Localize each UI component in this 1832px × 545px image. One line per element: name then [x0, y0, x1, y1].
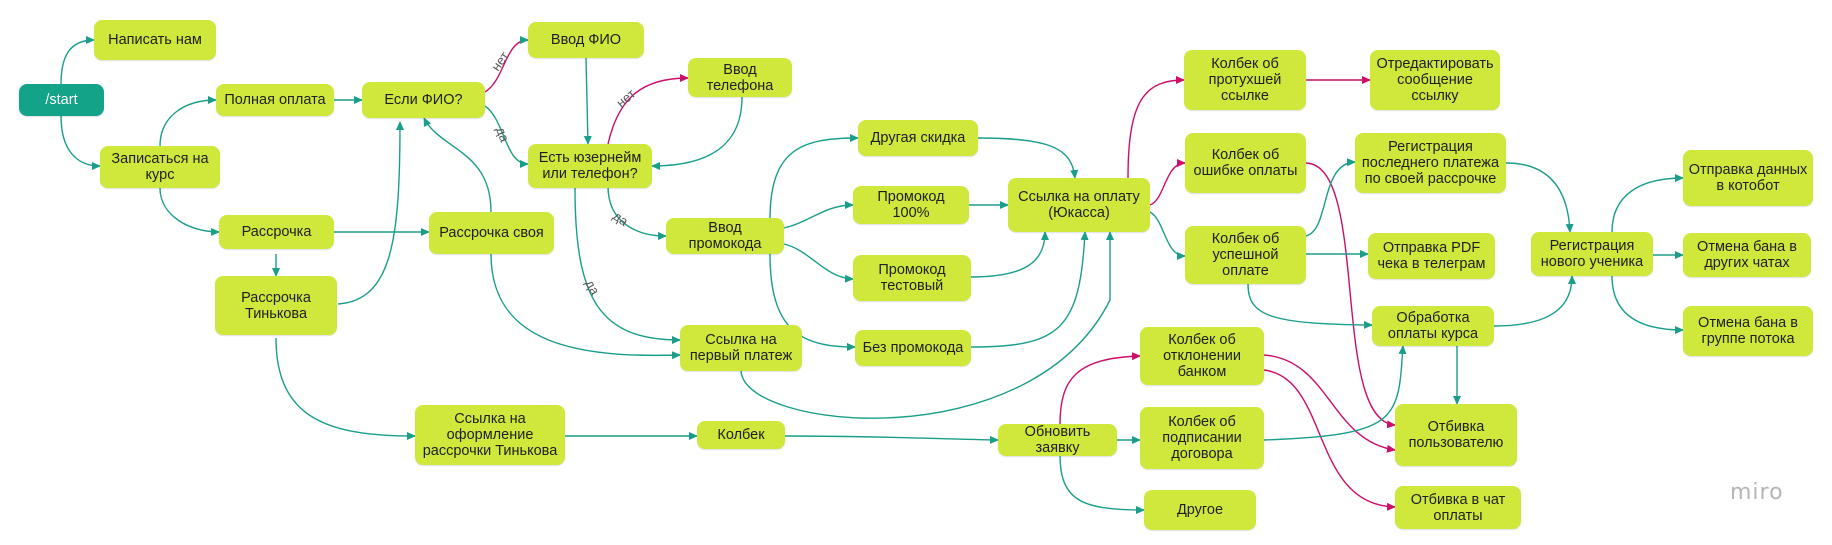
node-if-fio[interactable]: Если ФИО? [362, 82, 485, 118]
edge-tinkoff-link [275, 337, 416, 440]
node-own-installment[interactable]: Рассрочка своя [429, 212, 554, 254]
node-reply-user[interactable]: Отбивка пользователю [1395, 404, 1517, 466]
edge-update-rejected [1059, 352, 1141, 426]
edge-student-group [1611, 275, 1684, 334]
edge-enterfio-hasuser [583, 57, 592, 145]
edge-tinkoff-iffio [337, 121, 404, 305]
miro-logo: miro [1730, 480, 1784, 505]
edge-rejected-chat [1263, 369, 1396, 511]
edge-callback-update [784, 435, 999, 444]
node-promo-input[interactable]: Ввод промокода [666, 218, 784, 254]
edge-paylink-error [1149, 159, 1186, 206]
edge-student-bot [1611, 174, 1684, 233]
node-no-promo[interactable]: Без промокода [855, 330, 971, 366]
node-tinkoff[interactable]: Рассрочка Тинькова [215, 276, 337, 335]
node-write-us[interactable]: Написать нам [94, 20, 216, 60]
node-unban-group[interactable]: Отмена бана в группе потока [1683, 306, 1813, 356]
edge-nopromo-paylink [970, 231, 1089, 348]
edge-other-paylink [977, 137, 1079, 179]
node-enroll[interactable]: Записаться на курс [100, 146, 220, 188]
node-has-user[interactable]: Есть юзернейм или телефон? [528, 144, 652, 188]
node-start[interactable]: /start [19, 84, 104, 116]
edge-label-yes-fio: да [493, 125, 512, 145]
edge-success-reglast [1305, 158, 1356, 237]
node-promo-test[interactable]: Промокод тестовый [853, 255, 971, 301]
edge-enroll-fullpay [159, 96, 217, 147]
node-other-discount[interactable]: Другая скидка [858, 120, 978, 156]
node-cb-expired[interactable]: Колбек об протухшей ссылке [1184, 50, 1306, 110]
node-edit-msg[interactable]: Отредактировать сообщение ссылку [1370, 50, 1500, 110]
edge-enroll-installment [159, 187, 220, 236]
node-cb-rejected[interactable]: Колбек об отклонении банком [1140, 327, 1264, 385]
edge-start-write [60, 36, 95, 85]
edge-rejected-reply [1263, 354, 1396, 453]
edge-own-iffio [423, 117, 492, 213]
edge-promo-test [783, 243, 854, 283]
node-reply-chat[interactable]: Отбивка в чат оплаты [1395, 486, 1521, 529]
node-cb-success[interactable]: Колбек об успешной оплате [1185, 226, 1306, 284]
edge-iffio-enterfio [484, 36, 529, 93]
edge-label-no-phone: нет [613, 86, 638, 110]
node-send-pdf[interactable]: Отправка PDF чека в телеграм [1368, 233, 1495, 279]
edge-label-no-fio: нет [488, 49, 512, 74]
edge-process-student [1493, 275, 1576, 327]
node-cb-error[interactable]: Колбек об ошибке оплаты [1185, 133, 1306, 193]
edge-label-yes-firstpay: да [582, 277, 603, 298]
edge-label-yes-promo: да [610, 208, 631, 229]
node-other[interactable]: Другое [1144, 490, 1256, 530]
edge-success-process [1247, 283, 1373, 329]
node-send-bot[interactable]: Отправка данных в котобот [1683, 150, 1813, 206]
edge-hasuser-promo [607, 185, 667, 240]
node-unban-chats[interactable]: Отмена бана в других чатах [1683, 233, 1811, 277]
node-callback[interactable]: Колбек [697, 421, 785, 449]
node-reg-student[interactable]: Регистрация нового ученика [1531, 232, 1653, 276]
node-promo-100[interactable]: Промокод 100% [853, 186, 969, 224]
edge-paylink-expired [1127, 76, 1185, 179]
edge-reglast-student [1505, 162, 1574, 233]
edge-update-other [1059, 453, 1145, 514]
edge-start-enroll [60, 115, 101, 170]
edge-phone-hasuser [651, 96, 743, 170]
node-enter-phone[interactable]: Ввод телефона [688, 58, 792, 97]
edge-signed-process [1263, 345, 1407, 441]
edge-paylink-success [1149, 211, 1186, 260]
node-tinkoff-link[interactable]: Ссылка на оформление рассрочки Тинькова [415, 405, 565, 465]
edge-hasuser-firstpay [574, 187, 681, 344]
edge-hasuser-phone [607, 74, 689, 145]
edge-test-paylink [970, 231, 1049, 278]
node-installment[interactable]: Рассрочка [219, 215, 334, 249]
edge-error-reply [1305, 162, 1396, 429]
node-cb-signed[interactable]: Колбек об подписании договора [1140, 407, 1264, 469]
node-update-request[interactable]: Обновить заявку [998, 424, 1117, 456]
node-full-pay[interactable]: Полная оплата [216, 84, 334, 116]
edge-promo-100 [783, 201, 854, 229]
node-first-payment[interactable]: Ссылка на первый платеж [680, 325, 802, 371]
node-process-pay[interactable]: Обработка оплаты курса [1372, 306, 1494, 346]
edge-own-firstpay [490, 253, 681, 360]
node-enter-fio[interactable]: Ввод ФИО [528, 22, 644, 58]
node-pay-link[interactable]: Ссылка на оплату (Юкасса) [1008, 178, 1150, 232]
edge-iffio-hasuser [484, 105, 529, 168]
edge-promo-other [769, 134, 859, 221]
node-reg-last[interactable]: Регистрация последнего платежа по своей … [1355, 133, 1506, 193]
